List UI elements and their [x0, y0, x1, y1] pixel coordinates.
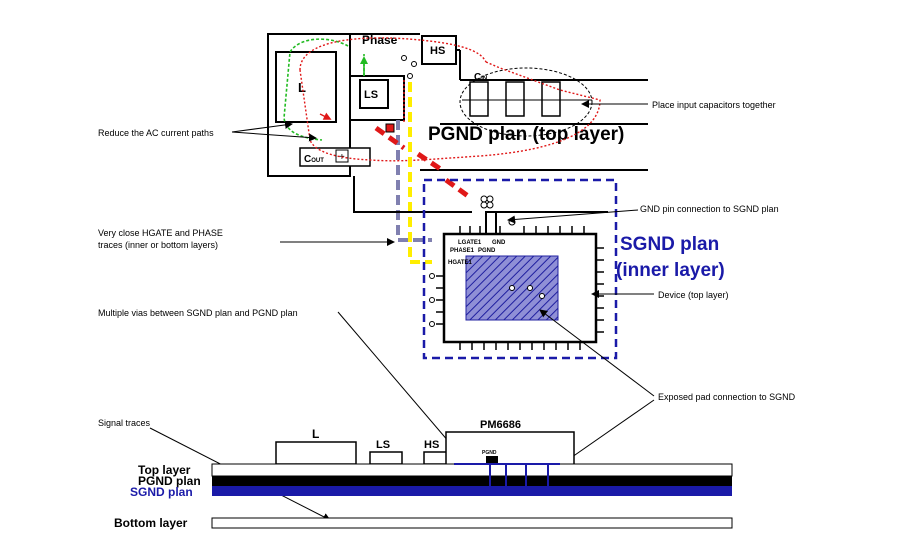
- cs-l-label: L: [312, 427, 319, 441]
- cs-pgnd-layer: [212, 476, 732, 486]
- cout-plus-pad: [335, 149, 349, 163]
- ann-hgate-1: Very close HGATE and PHASE: [98, 228, 223, 238]
- pin-lgate: LGATE1: [458, 240, 482, 246]
- gnd-pin-notch: [485, 211, 497, 235]
- cs-bottom-layer-label: Bottom layer: [114, 516, 188, 530]
- hs-label: HS: [430, 45, 445, 57]
- via-3: [407, 73, 413, 79]
- sgnd-via-4: [486, 201, 494, 209]
- pin-hgate: HGATE1: [448, 260, 473, 266]
- ann-hgate-2: traces (inner or bottom layers): [98, 240, 218, 250]
- ic-pins-top: [459, 226, 585, 234]
- cin-group-outline: [459, 67, 593, 137]
- grey-phase-trace: [396, 120, 432, 242]
- cs-ls-label: LS: [376, 439, 390, 451]
- ic-pins-bottom: [459, 342, 581, 350]
- cs-hs-label: HS: [424, 439, 439, 451]
- red-gate-pad: [385, 123, 395, 133]
- cs-top-layer-label: Top layer: [138, 463, 191, 477]
- cin-label: CIN: [474, 72, 487, 83]
- cs-ls: [369, 451, 403, 465]
- ls-label: LS: [364, 89, 378, 101]
- cin-cap-1: [469, 81, 489, 117]
- ls-mosfet: [359, 79, 389, 109]
- sgnd-via-1: [480, 195, 488, 203]
- ann-signal-traces: Signal traces: [98, 418, 151, 428]
- gnd-trace: [353, 176, 472, 213]
- cout-capacitor: [299, 147, 371, 167]
- cs-chip-label: PM6686: [480, 419, 521, 431]
- red-diag-1: [374, 125, 406, 151]
- cs-top-layer: [211, 463, 733, 477]
- ann-input-caps: Place input capacitors together: [652, 100, 776, 110]
- cs-pm6686: [445, 431, 575, 464]
- ann-exposed-pad-arrow-1: [539, 309, 655, 397]
- cin-cap-3: [541, 81, 561, 117]
- cin-cap-2: [505, 81, 525, 117]
- cs-pgnd-plan-label: PGND plan: [138, 474, 201, 488]
- ann-gnd-pin: GND pin connection to SGND plan: [640, 204, 779, 214]
- cs-sgnd-plan-label: SGND plan: [130, 485, 193, 499]
- phase-label: Phase: [362, 33, 398, 47]
- ep-via-3: [539, 293, 545, 299]
- red-arrow: [319, 112, 332, 120]
- cs-pgnd-tag: PGND: [482, 450, 497, 456]
- sgnd-via-3: [480, 201, 488, 209]
- pin-phase: PHASE1: [450, 248, 475, 254]
- red-diag-3: [444, 177, 470, 199]
- ann-reduce-ac-arrow-1: [231, 120, 293, 133]
- yellow-hgate-trace: [408, 82, 432, 264]
- ann-exposed-pad: Exposed pad connection to SGND: [658, 392, 796, 402]
- cs-inductor: [275, 441, 357, 465]
- top-view: L Phase HS LS COUT + CIN PGND plan (top …: [267, 33, 725, 360]
- ic-left-vias: [429, 273, 435, 327]
- ann-exposed-pad-arrow-2: [561, 399, 655, 465]
- sgnd-plan-label-2: (inner layer): [616, 260, 725, 281]
- sgnd-plan-label-1: SGND plan: [620, 234, 719, 255]
- sgnd-plan-box: [422, 178, 618, 360]
- cs-sgnd-layer: [212, 486, 732, 496]
- hs-mosfet: [421, 35, 457, 65]
- via-2: [411, 61, 417, 67]
- cs-bottom-layer: [211, 517, 733, 529]
- ep-via-2: [527, 285, 533, 291]
- ann-multi-vias: Multiple vias between SGND plan and PGND…: [98, 308, 298, 318]
- annotations: Place input capacitors together Reduce t…: [98, 100, 796, 521]
- pin-pgnd: PGND: [478, 248, 496, 254]
- ep-via-1: [509, 285, 515, 291]
- ann-gnd-pin-arrow: [507, 209, 639, 224]
- sgnd-via-2: [486, 195, 494, 203]
- ic-pins-left: [436, 275, 444, 325]
- pgnd-plan-label: PGND plan (top layer): [428, 124, 624, 145]
- red-diag-2: [416, 151, 444, 173]
- ann-device: Device (top layer): [658, 290, 729, 300]
- ann-reduce-ac: Reduce the AC current paths: [98, 128, 214, 138]
- cross-section: L LS HS PM6686 PGND Top layer PGND plan …: [114, 419, 733, 530]
- cs-pgnd-pad: [486, 456, 498, 464]
- ic-pins-right: [596, 247, 604, 333]
- ann-reduce-ac-arrow-2: [231, 131, 317, 142]
- pin-gnd: GND: [492, 240, 506, 246]
- via-1: [401, 55, 407, 61]
- red-current-loop: [299, 37, 601, 162]
- cs-vias: [489, 464, 549, 496]
- cout-label: COUT: [304, 154, 324, 165]
